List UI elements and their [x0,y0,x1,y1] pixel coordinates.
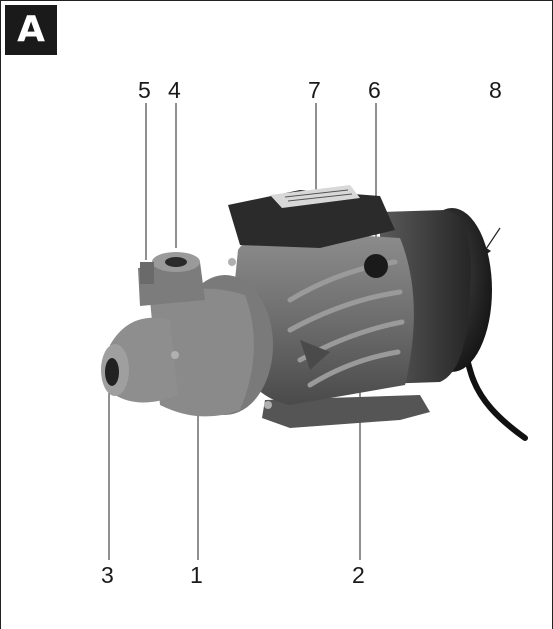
outlet-port-opening [165,257,187,267]
callout-4: 4 [168,77,181,103]
motor-body [230,231,414,405]
mounting-base [262,395,430,428]
outlet-port-body [138,262,205,306]
callout-8: 8 [489,77,502,103]
bolts [171,258,272,409]
terminal-box [228,190,395,248]
rating-plate-lines [284,189,353,202]
filler-screw [140,262,154,284]
body-recess [300,340,330,370]
inlet-port-opening [105,358,119,386]
callout-6: 6 [368,77,381,103]
callout-7: 7 [308,77,321,103]
leader-lines [108,103,377,560]
callout-2: 2 [352,562,365,588]
figure-letter-badge: A [5,5,57,55]
callout-3: 3 [101,562,114,588]
callout-1: 1 [190,562,203,588]
cable-gland [364,254,388,278]
callout-5: 5 [138,77,151,103]
